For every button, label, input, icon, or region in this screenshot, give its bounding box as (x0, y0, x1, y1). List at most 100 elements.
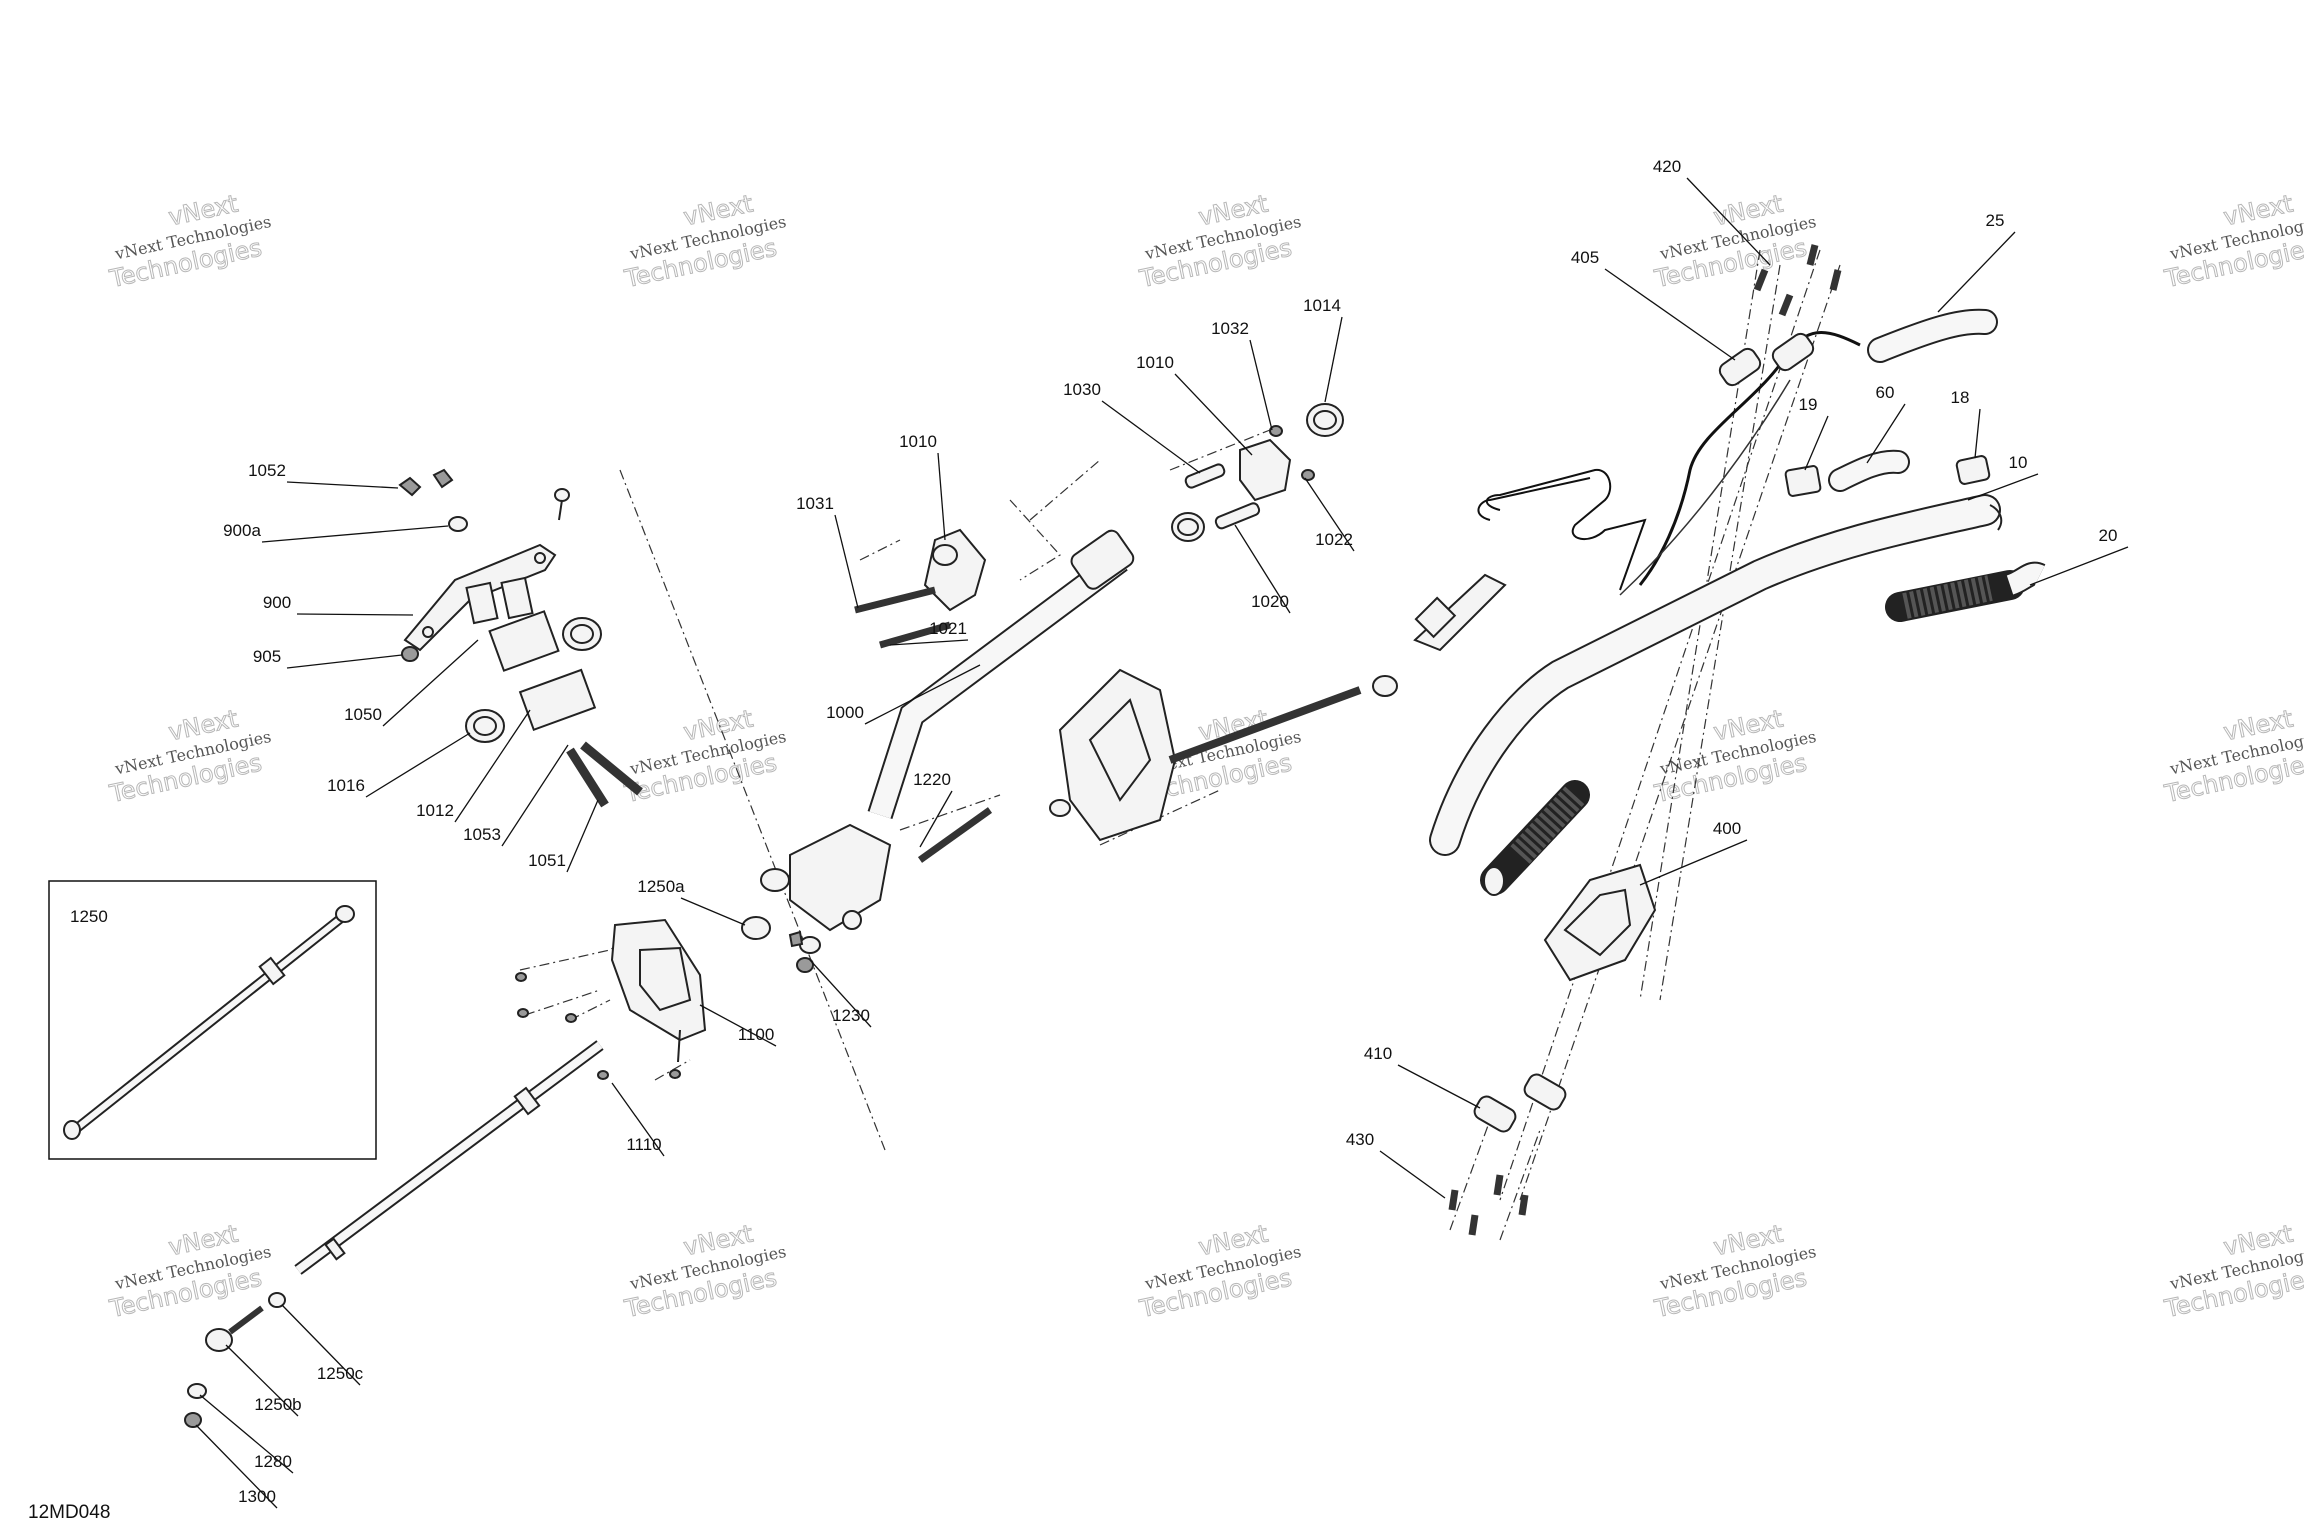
grip-right (1885, 561, 2046, 622)
callout-label: 420 (1653, 157, 1681, 176)
callout-label: 1020 (1251, 592, 1289, 611)
leader-line (1967, 473, 2039, 501)
drawing-number: 12MD048 (28, 1502, 110, 1523)
tie-rod-assembly (184, 1040, 604, 1428)
leader-line (919, 790, 953, 848)
leader-line (937, 452, 946, 541)
callout-label: 1022 (1315, 530, 1353, 549)
callout-label: 1250b (254, 1395, 301, 1414)
leader-line (261, 525, 449, 543)
callout-label: 1050 (344, 705, 382, 724)
callout-label: 1012 (416, 801, 454, 820)
leader-line (296, 613, 414, 616)
leader-line (889, 639, 969, 646)
callout-label: 1021 (929, 619, 967, 638)
steering-gearbox-right (1049, 668, 1398, 842)
steering-column (760, 403, 1344, 973)
callout-label: 1032 (1211, 319, 1249, 338)
leader-line (1397, 1064, 1481, 1109)
callout-label: 1051 (528, 851, 566, 870)
callout-label: 1280 (254, 1452, 292, 1471)
callout-label: 1300 (238, 1487, 276, 1506)
leader-line (199, 1394, 294, 1474)
callout-label: 430 (1346, 1130, 1374, 1149)
leader-line (1249, 339, 1273, 431)
inset-frame (48, 880, 377, 1160)
leader-line (1866, 403, 1906, 464)
leader-line (1304, 477, 1355, 552)
callout-label: 1250a (637, 877, 685, 896)
leader-line (1804, 415, 1829, 471)
leader-line (365, 732, 471, 798)
leader-line (1101, 400, 1201, 474)
callout-label: 20 (2099, 526, 2118, 545)
leader-line (1686, 177, 1771, 266)
callout-label: 1230 (832, 1006, 870, 1025)
callout-label: 60 (1876, 383, 1895, 402)
upper-bracket-assembly (398, 468, 643, 808)
leader-line (454, 709, 531, 823)
callout-label: 1000 (826, 703, 864, 722)
leader-line (1604, 268, 1736, 361)
leader-line (1324, 316, 1343, 403)
leader-line (286, 481, 399, 489)
callout-label: 1110 (626, 1135, 661, 1154)
leader-line (501, 744, 569, 847)
leader-line (864, 664, 981, 725)
leader-line (1174, 373, 1253, 456)
leader-line (286, 654, 403, 669)
callout-label: 900 (263, 593, 291, 612)
callout-label: 1100 (738, 1025, 775, 1044)
callout-label: 1220 (913, 770, 951, 789)
callout-label: 1030 (1063, 380, 1101, 399)
leader-line (2029, 546, 2129, 586)
callout-label: 400 (1713, 819, 1741, 838)
callout-label: 1010 (1136, 353, 1174, 372)
callout-label: 25 (1986, 211, 2005, 230)
leader-line (611, 1082, 665, 1157)
callout-label: 10 (2009, 453, 2028, 472)
leader-line (1974, 408, 1981, 459)
steering-gearbox (515, 916, 804, 1080)
callout-label: 1014 (1303, 296, 1341, 315)
callout-label: 405 (1571, 248, 1599, 267)
leader-line (809, 959, 872, 1028)
callout-label: 1053 (463, 825, 501, 844)
leader-line (382, 639, 479, 727)
inset-label: 1250 (70, 907, 108, 926)
handlebar-assembly (1413, 244, 2046, 1236)
leader-line (225, 1344, 299, 1417)
leader-line (680, 897, 746, 926)
callout-label: 900a (223, 521, 261, 540)
callout-label: 18 (1951, 388, 1970, 407)
callout-label: 19 (1799, 395, 1818, 414)
callout-label: 1052 (248, 461, 286, 480)
callout-label: 905 (253, 647, 281, 666)
callout-label: 1010 (899, 432, 937, 451)
leader-line (1937, 231, 2016, 313)
leader-line (1234, 524, 1291, 614)
callout-label: 410 (1364, 1044, 1392, 1063)
leader-line (1639, 839, 1748, 886)
leader-line (1379, 1150, 1446, 1199)
callout-label: 1250c (317, 1364, 364, 1383)
grip-left (1480, 780, 1590, 896)
callout-label: 1031 (796, 494, 834, 513)
leader-line (566, 799, 599, 873)
leader-line (834, 514, 859, 609)
callout-label: 1016 (327, 776, 365, 795)
